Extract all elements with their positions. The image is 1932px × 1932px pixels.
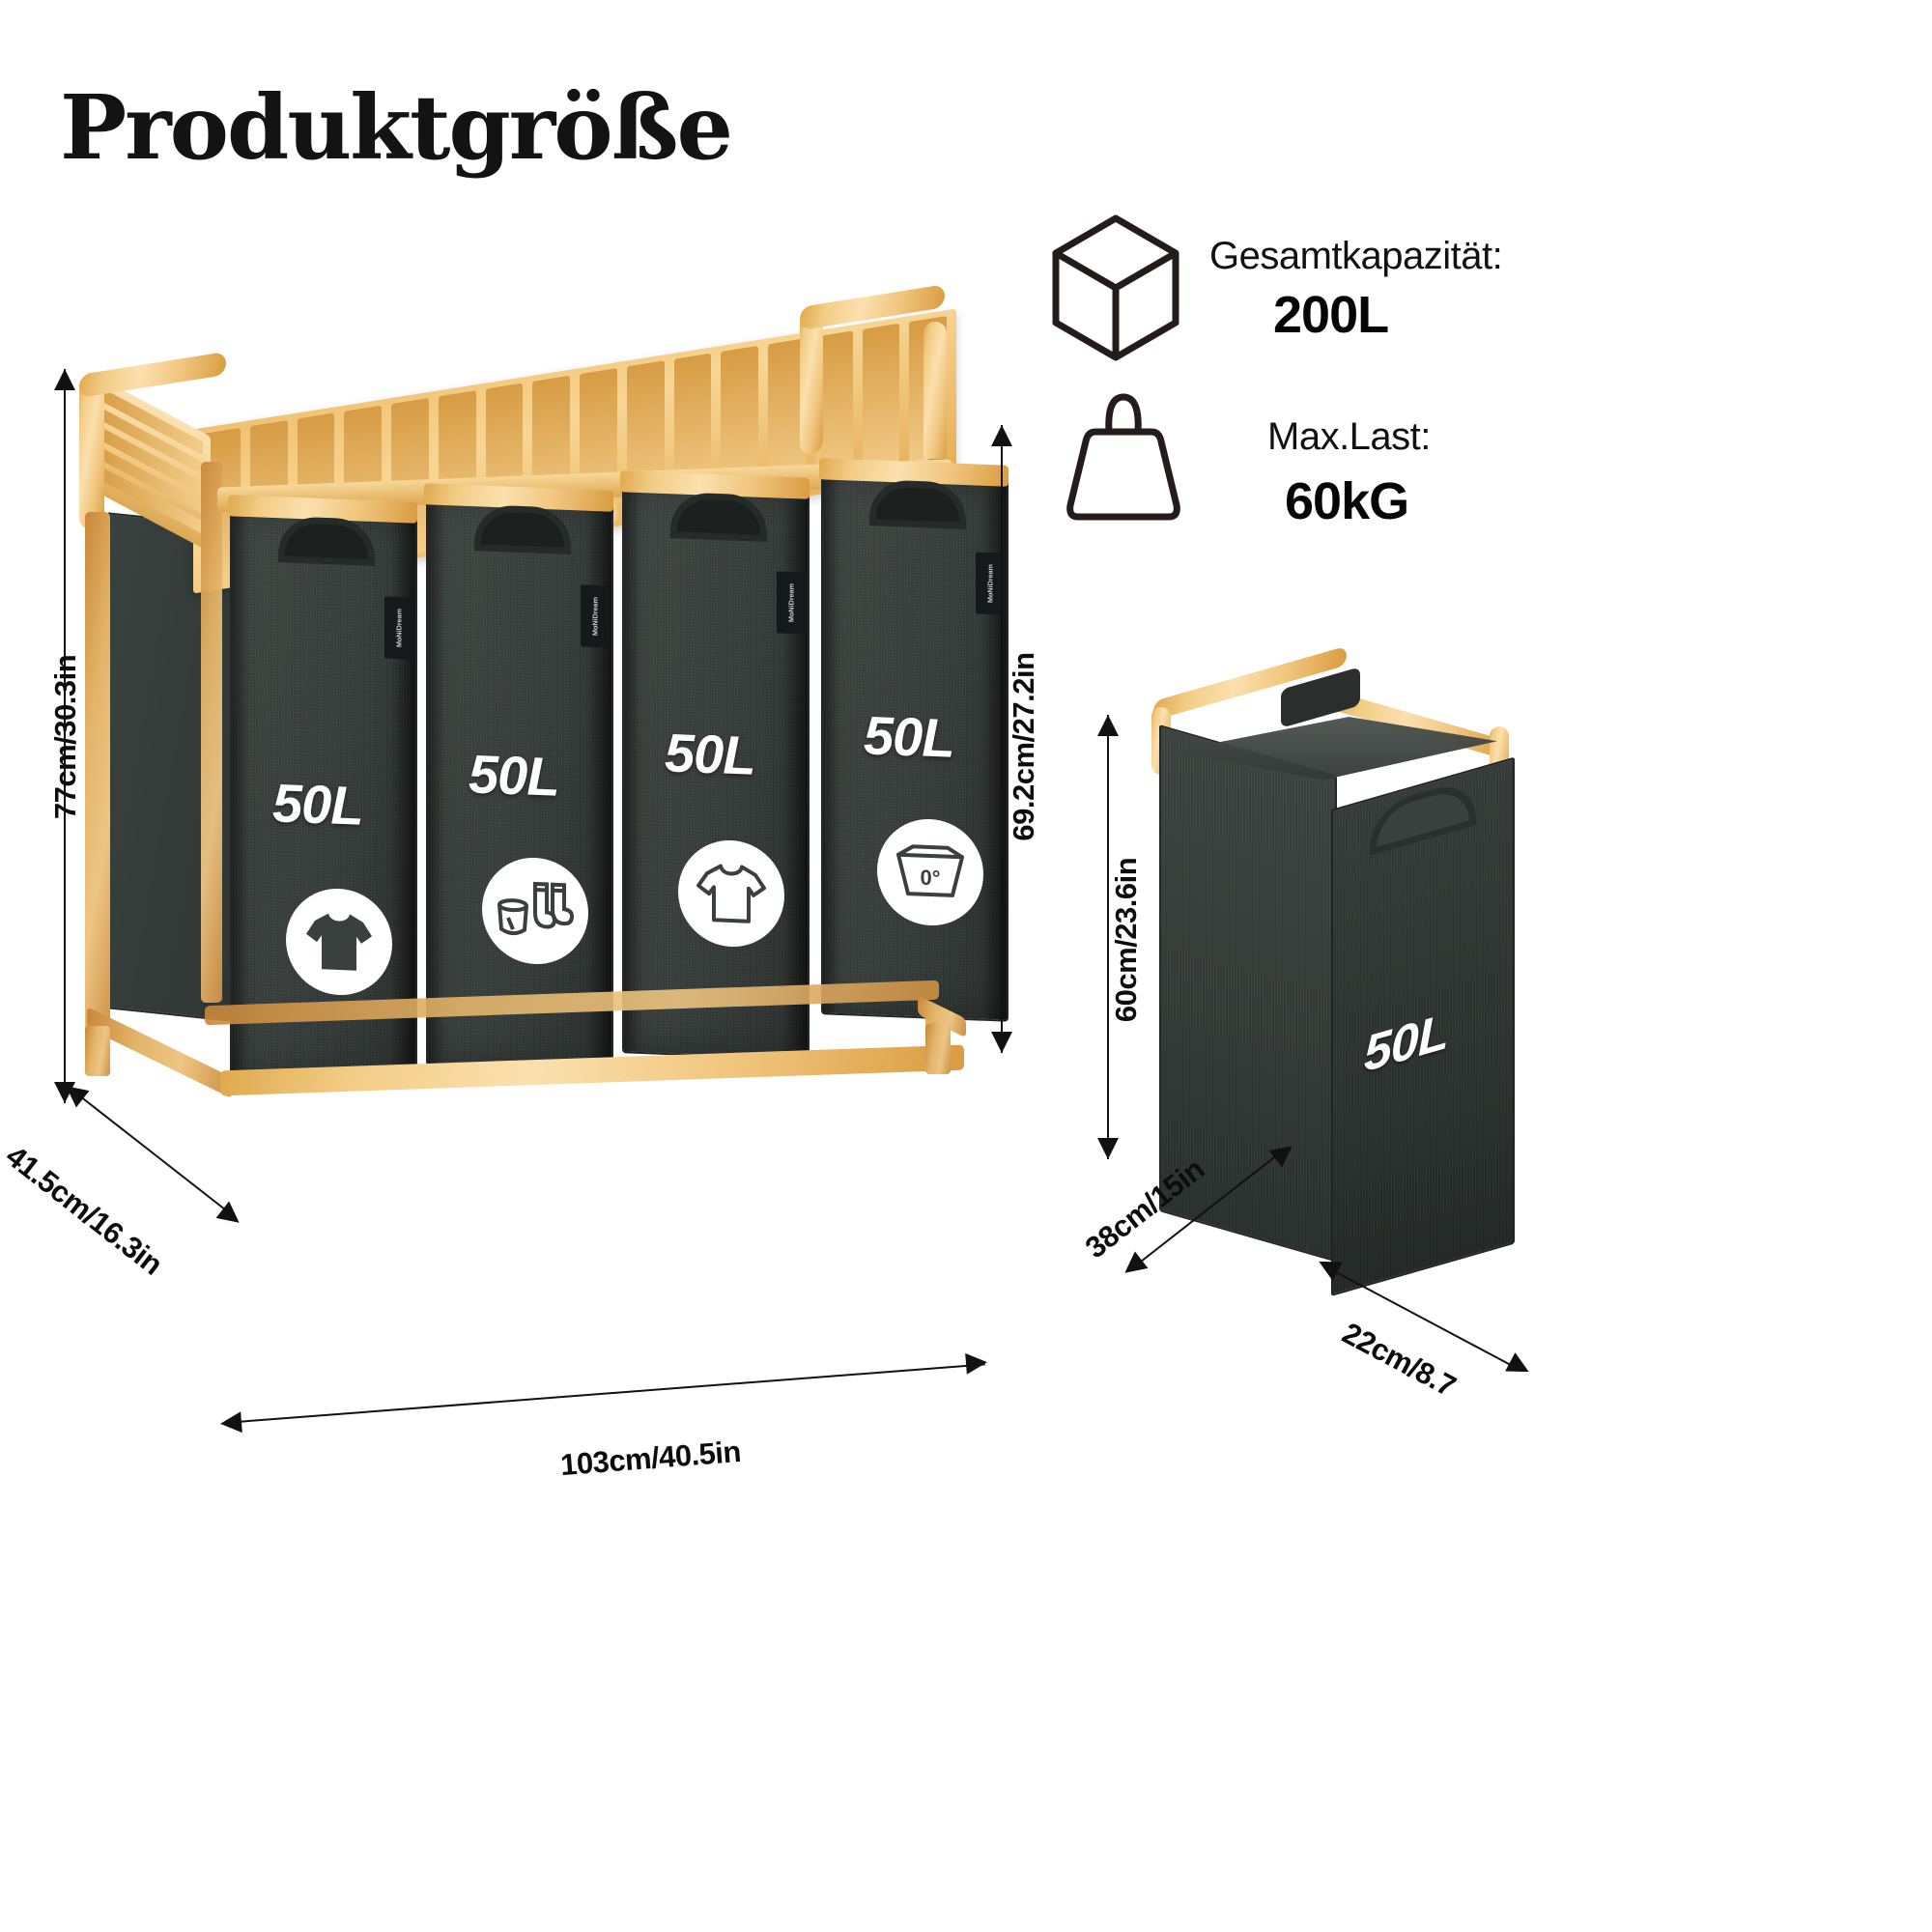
- dim-arrow-height-total-head-bottom: [54, 1082, 75, 1103]
- dim-label-width: 103cm/40.5in: [558, 1434, 743, 1483]
- brand-tag-text: MoNiDream: [395, 608, 404, 648]
- dim-arrow-single-height: [1107, 715, 1109, 1159]
- weight-icon: [1061, 382, 1186, 526]
- dim-arrow-height-basket-head-top: [991, 425, 1012, 446]
- capacity-label: Gesamtkapazität:: [1209, 235, 1503, 277]
- basket-3-brand-tag: MoNiDream: [777, 571, 806, 635]
- dim-arrow-height-basket: [1001, 425, 1003, 1053]
- max-load-label: Max.Last:: [1267, 415, 1431, 458]
- main-product-illustration: MoNiDream 50L MoNiDream 50L: [58, 284, 1024, 1256]
- back-left-leg: [201, 462, 222, 1003]
- tshirt-outline-icon: [696, 864, 766, 923]
- dim-arrow-single-height-head-top: [1097, 715, 1119, 736]
- basket-1-icon-circle: [286, 886, 392, 998]
- basket-2-brand-tag: MoNiDream: [581, 584, 610, 648]
- basket-2-volume: 50L: [469, 743, 559, 808]
- right-handle-rail-left-post: [800, 307, 823, 456]
- dim-label-single-height: 60cm/23.6in: [1109, 857, 1143, 1023]
- dim-arrow-width: [223, 1363, 985, 1424]
- basket-3-volume: 50L: [665, 722, 755, 786]
- front-left-leg: [85, 512, 110, 1053]
- basket-2-icon-circle: [482, 855, 588, 967]
- basket-1-brand-tag: MoNiDream: [384, 596, 413, 660]
- dim-arrow-single-height-head-bottom: [1097, 1138, 1119, 1159]
- foot-front-right: [925, 1024, 951, 1074]
- basket-4-icon-circle: 0°: [877, 816, 983, 928]
- right-handle-rail-right-post: [923, 322, 947, 467]
- svg-text:0°: 0°: [920, 866, 940, 891]
- brand-tag-text: MoNiDream: [591, 596, 600, 637]
- wash-tub-icon: 0°: [896, 844, 964, 897]
- dim-arrow-height-basket-head-bottom: [991, 1032, 1012, 1053]
- capacity-value: 200L: [1273, 286, 1389, 344]
- dim-arrow-single-width-head-right: [1505, 1352, 1534, 1381]
- socks-underwear-icon: [497, 881, 574, 936]
- basket-3-icon-circle: [678, 838, 784, 950]
- cube-icon: [1048, 211, 1183, 365]
- dim-label-height-total: 77cm/30.3in: [48, 654, 82, 820]
- brand-tag-text: MoNiDream: [986, 563, 995, 604]
- single-basket-illustration: 50L: [1140, 645, 1546, 1296]
- foot-front-left: [85, 1026, 110, 1076]
- tshirt-filled-icon: [306, 913, 372, 971]
- dim-arrow-height-total-head-top: [54, 369, 75, 390]
- basket-4-volume: 50L: [864, 704, 954, 769]
- dim-arrow-width-head-right: [965, 1351, 988, 1375]
- brand-tag-text: MoNiDream: [787, 582, 796, 623]
- dim-arrow-width-head-left: [219, 1411, 242, 1435]
- left-rail-vertical: [79, 375, 104, 529]
- page-title: Produktgröße: [60, 75, 733, 180]
- basket-1-volume: 50L: [272, 772, 363, 837]
- left-rail-top: [79, 351, 226, 398]
- dim-label-height-basket: 69.2cm/27.2in: [1007, 652, 1040, 841]
- max-load-value: 60kG: [1285, 472, 1409, 530]
- dim-arrow-height-total: [64, 369, 66, 1103]
